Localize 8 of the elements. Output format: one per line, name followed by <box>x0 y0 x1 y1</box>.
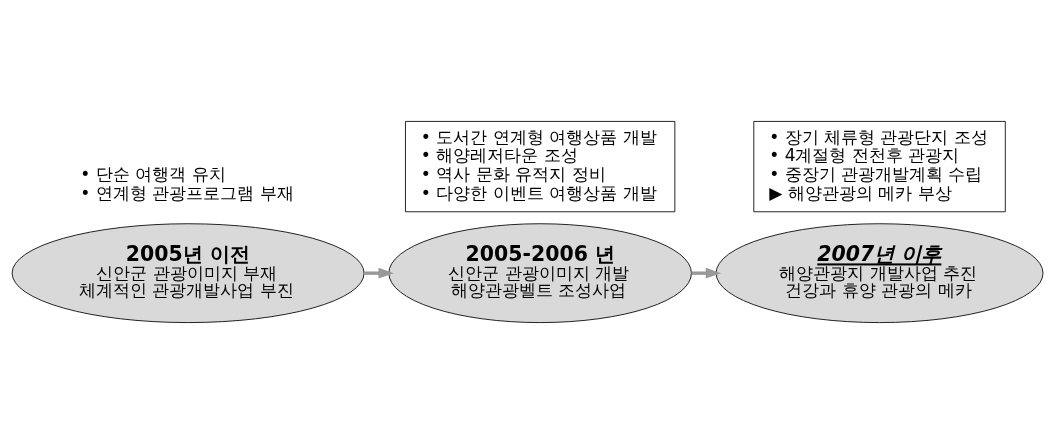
arrow <box>364 267 394 279</box>
node-box: • 도서간 연계형 여행상품 개발 • 해양레저타운 조성 • 역사 문화 유적지 정비 • 다양한 이벤트 여행상품 개발 <box>405 120 676 212</box>
node-text: • 단순 여행객 유치 • 연계형 관광프로그램 부재 <box>80 163 294 203</box>
node-box: • 장기 체류형 관광단지 조성 • 4계절형 전천후 관광지 • 중장기 관광개발계획 수립 ▶ 해양관광의 메카 부상 <box>753 120 1006 212</box>
node-ellipse: 2007년 이후 해양관광지 개발사업 추진 건강과 휴양 관광의 메카 <box>715 222 1044 323</box>
node-ellipse: 2005년 이전 신안군 관광이미지 부재 체계적인 관광개발사업 부진 <box>11 222 365 323</box>
node-ellipse: 2005-2006 년 신안군 관광이미지 개발 해양관광벨트 조성사업 <box>388 222 692 323</box>
arrow <box>691 267 722 279</box>
